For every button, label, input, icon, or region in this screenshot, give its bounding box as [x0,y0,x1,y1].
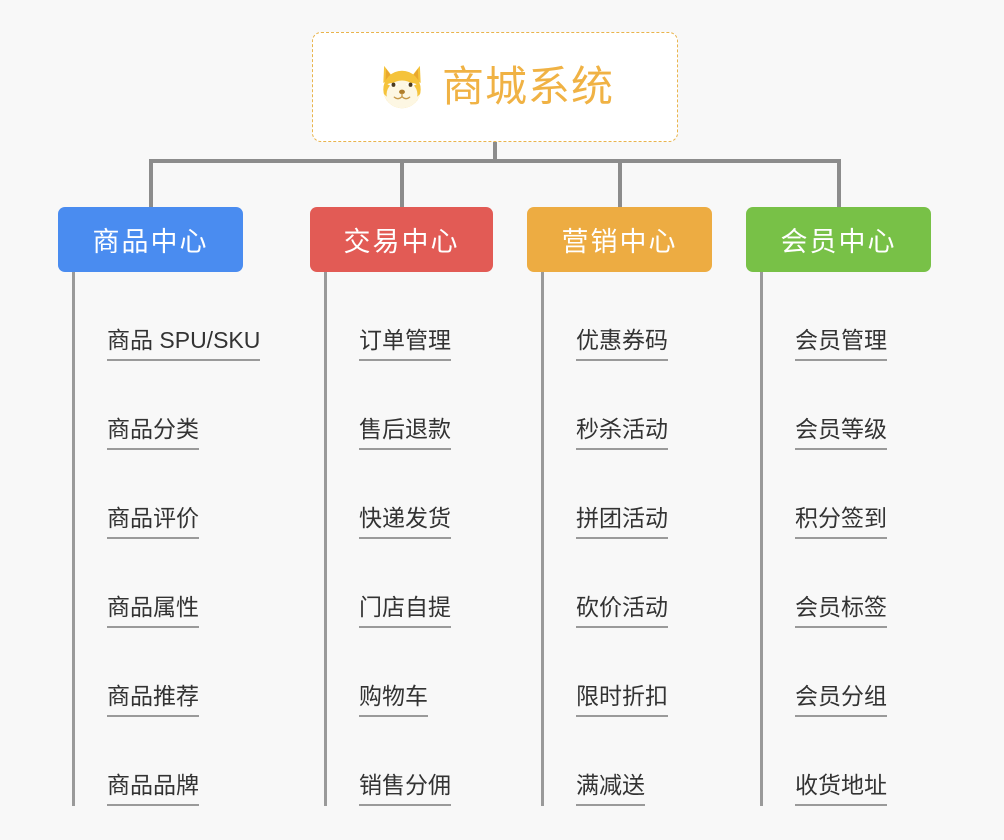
branch-header-trade-center[interactable]: 交易中心 [310,207,493,272]
leaf-underline: 快递发货 [359,506,451,539]
leaf-label: 收货地址 [795,771,887,798]
leaf-underline: 商品 SPU/SKU [107,326,261,361]
leaf-label: 销售分佣 [359,771,451,798]
branch-title: 会员中心 [780,227,897,257]
leaf-underline: 售后退款 [359,417,451,450]
connector-drop-1 [149,159,153,207]
leaf-underline: 商品属性 [107,595,199,628]
connector-drop-4 [837,159,841,207]
leaf-underline: 会员分组 [795,684,887,717]
shiba-dog-face-icon [383,65,421,109]
leaf-item[interactable]: 商品品牌 [75,717,243,806]
branch-header-marketing-center[interactable]: 营销中心 [527,207,712,272]
leaf-item[interactable]: 满减送 [544,717,712,806]
leaf-item[interactable]: 商品推荐 [75,628,243,717]
connector-drop-2 [400,159,404,207]
leaf-item[interactable]: 商品属性 [75,539,243,628]
leaf-item[interactable]: 拼团活动 [544,450,712,539]
connector-drop-3 [618,159,622,207]
leaf-label: 商品品牌 [107,771,199,798]
leaf-underline: 优惠券码 [576,328,668,361]
leaf-item[interactable]: 商品 SPU/SKU [75,272,261,361]
leaf-label: 售后退款 [359,415,451,442]
leaf-label: 秒杀活动 [576,415,668,442]
leaf-label: 会员管理 [795,326,887,353]
leaf-label: 订单管理 [359,326,451,353]
leaf-underline: 会员标签 [795,595,887,628]
leaf-underline: 商品评价 [107,506,199,539]
leaf-underline: 收货地址 [795,773,887,806]
root-node[interactable]: 商城系统 [312,32,678,142]
leaf-list-marketing-center: 优惠券码 秒杀活动 拼团活动 砍价活动 限时折扣 满减送 [541,272,712,806]
leaf-underline: 积分签到 [795,506,887,539]
leaf-label: 积分签到 [795,504,887,531]
branch-title: 交易中心 [343,227,460,257]
leaf-label: 商品属性 [107,593,199,620]
leaf-item[interactable]: 售后退款 [327,361,493,450]
leaf-item[interactable]: 限时折扣 [544,628,712,717]
root-title: 商城系统 [441,63,614,110]
leaf-label: 会员分组 [795,682,887,709]
leaf-item[interactable]: 会员等级 [763,361,931,450]
leaf-label: 商品 SPU/SKU [107,326,261,353]
leaf-item[interactable]: 优惠券码 [544,272,712,361]
leaf-underline: 会员管理 [795,328,887,361]
leaf-underline: 商品分类 [107,417,199,450]
leaf-label: 商品推荐 [107,682,199,709]
leaf-list-product-center: 商品 SPU/SKU 商品分类 商品评价 商品属性 商品推荐 商品品牌 [72,272,261,806]
branch-title: 营销中心 [561,227,678,257]
leaf-label: 门店自提 [359,593,451,620]
branch-member-center: 会员中心 会员管理 会员等级 积分签到 会员标签 会员分组 收货地址 [746,207,931,806]
leaf-item[interactable]: 积分签到 [763,450,931,539]
leaf-underline: 限时折扣 [576,684,668,717]
leaf-item[interactable]: 门店自提 [327,539,493,628]
leaf-underline: 会员等级 [795,417,887,450]
leaf-underline: 商品品牌 [107,773,199,806]
leaf-item[interactable]: 秒杀活动 [544,361,712,450]
leaf-underline: 购物车 [359,684,428,717]
leaf-label: 砍价活动 [576,593,668,620]
leaf-label: 会员标签 [795,593,887,620]
leaf-underline: 满减送 [576,773,645,806]
branch-product-center: 商品中心 商品 SPU/SKU 商品分类 商品评价 商品属性 商品推荐 商品品牌 [58,207,261,806]
leaf-underline: 秒杀活动 [576,417,668,450]
leaf-label: 商品评价 [107,504,199,531]
leaf-label: 满减送 [576,771,645,798]
leaf-underline: 砍价活动 [576,595,668,628]
leaf-item[interactable]: 商品分类 [75,361,243,450]
leaf-item[interactable]: 砍价活动 [544,539,712,628]
leaf-item[interactable]: 会员管理 [763,272,931,361]
leaf-item[interactable]: 购物车 [327,628,493,717]
branch-header-product-center[interactable]: 商品中心 [58,207,243,272]
leaf-underline: 拼团活动 [576,506,668,539]
leaf-list-trade-center: 订单管理 售后退款 快递发货 门店自提 购物车 销售分佣 [324,272,493,806]
branch-header-member-center[interactable]: 会员中心 [746,207,931,272]
leaf-label: 快递发货 [359,504,451,531]
leaf-underline: 订单管理 [359,328,451,361]
leaf-label: 限时折扣 [576,682,668,709]
leaf-item[interactable]: 商品评价 [75,450,243,539]
leaf-item[interactable]: 销售分佣 [327,717,493,806]
connector-stem [493,142,497,163]
branch-marketing-center: 营销中心 优惠券码 秒杀活动 拼团活动 砍价活动 限时折扣 满减送 [527,207,712,806]
branch-title: 商品中心 [92,227,209,257]
leaf-underline: 门店自提 [359,595,451,628]
leaf-label: 优惠券码 [576,326,668,353]
leaf-label: 购物车 [359,682,428,709]
leaf-label: 商品分类 [107,415,199,442]
leaf-label: 会员等级 [795,415,887,442]
leaf-label: 拼团活动 [576,504,668,531]
leaf-item[interactable]: 会员分组 [763,628,931,717]
connector-horizontal-bar [149,159,841,163]
leaf-underline: 销售分佣 [359,773,451,806]
leaf-underline: 商品推荐 [107,684,199,717]
leaf-list-member-center: 会员管理 会员等级 积分签到 会员标签 会员分组 收货地址 [760,272,931,806]
leaf-item[interactable]: 订单管理 [327,272,493,361]
leaf-item[interactable]: 快递发货 [327,450,493,539]
leaf-item[interactable]: 收货地址 [763,717,931,806]
leaf-item[interactable]: 会员标签 [763,539,931,628]
branch-trade-center: 交易中心 订单管理 售后退款 快递发货 门店自提 购物车 销售分佣 [310,207,493,806]
